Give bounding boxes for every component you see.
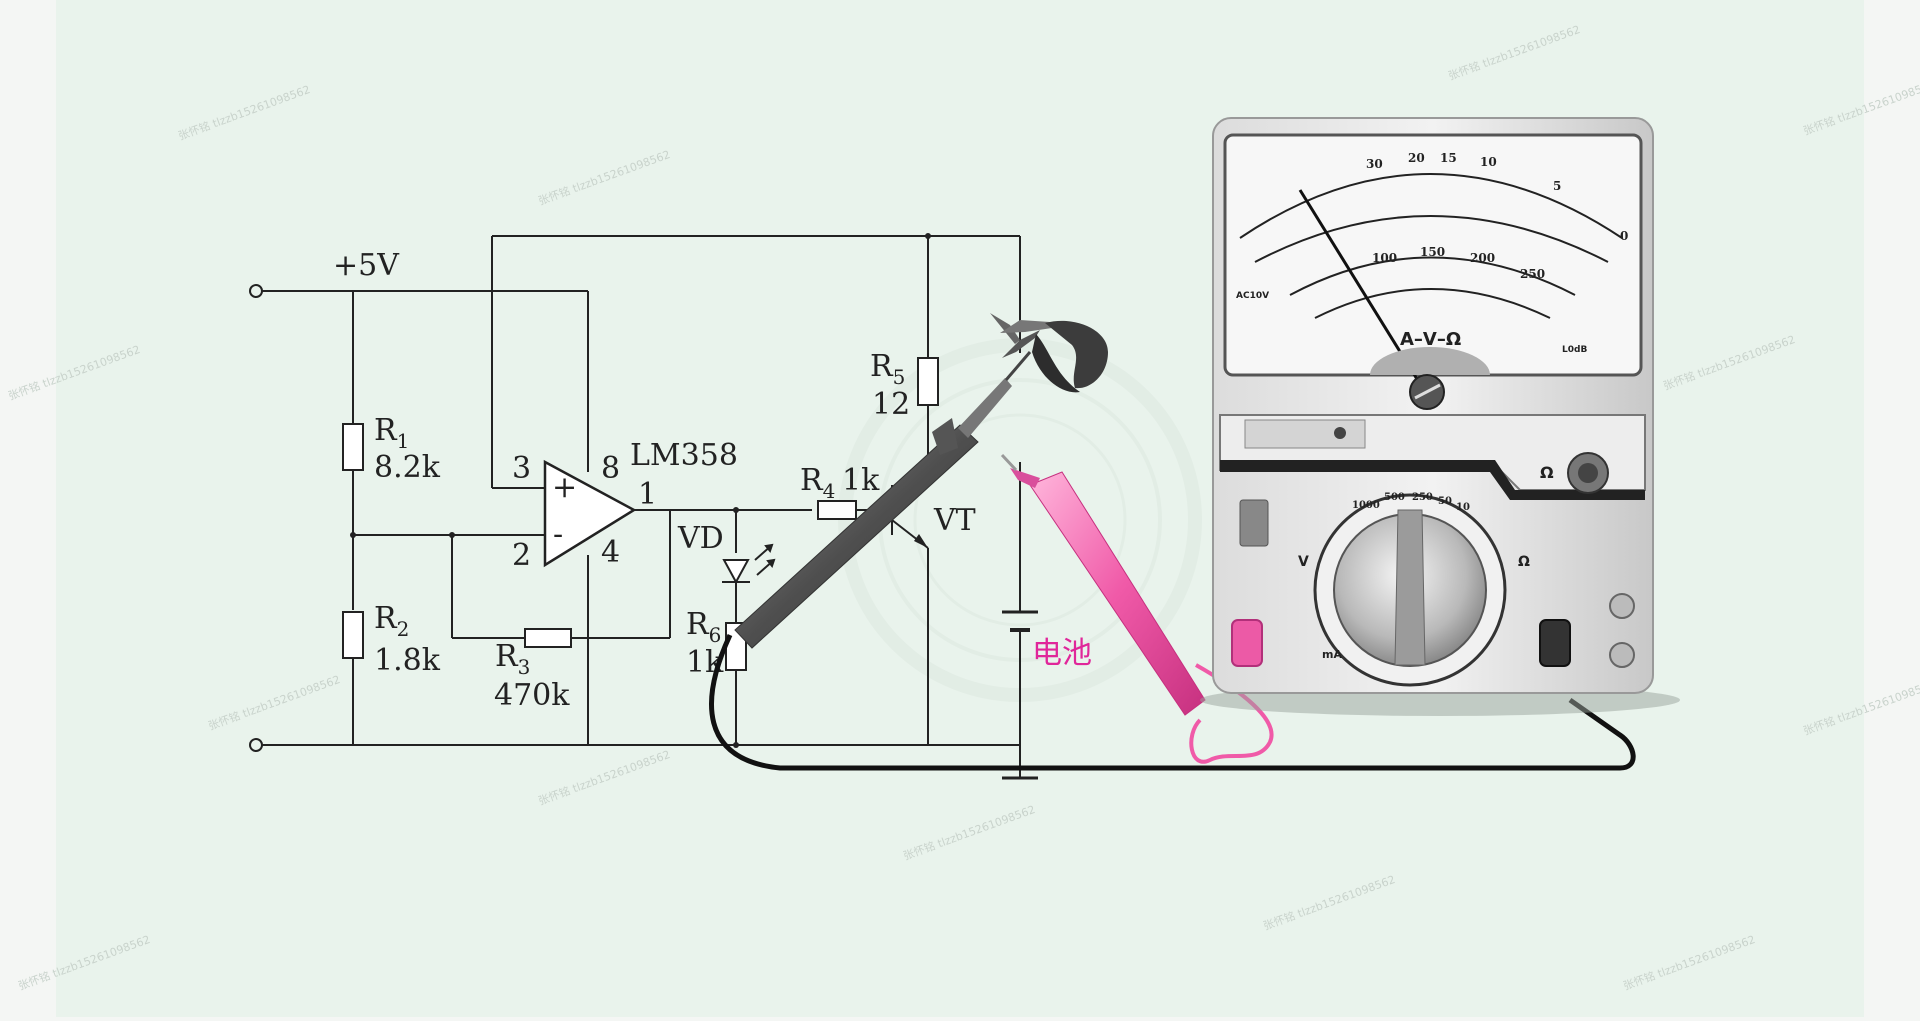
scale-num: 200 [1470, 251, 1495, 265]
jack-small[interactable] [1609, 642, 1635, 668]
r4-name: R4 [800, 463, 835, 503]
dial-label: A–V–Ω [1400, 329, 1461, 350]
r3-name: R3 [495, 639, 530, 679]
opamp-plus-sign: + [552, 470, 577, 505]
r5-name: R5 [870, 349, 905, 389]
terminal-top [249, 284, 263, 298]
dial-ma-mark: mA [1322, 648, 1342, 661]
resistor-r4 [817, 500, 857, 520]
range-label: 50 [1438, 496, 1452, 507]
terminal-bottom [249, 738, 263, 752]
supply-label: +5V [333, 248, 400, 283]
range-label: 1000 [1352, 500, 1380, 511]
pin-8-label: 8 [601, 451, 620, 486]
transistor-arrow [914, 534, 928, 548]
scale-num: 10 [1480, 155, 1497, 169]
r2-name: R2 [374, 601, 409, 641]
r1-value: 8.2k [374, 450, 441, 485]
acv-label: AC10V [1236, 291, 1269, 301]
r4-value: 1k [842, 463, 880, 498]
scale-num: 20 [1408, 151, 1425, 165]
range-label: 10 [1456, 502, 1470, 513]
r6-name: R6 [686, 607, 721, 647]
dial-ohm-mark: Ω [1518, 554, 1530, 570]
resistor-r5 [917, 357, 939, 406]
pin-3-label: 3 [512, 451, 531, 486]
range-label: 250 [1412, 492, 1433, 503]
indicator-dot [1334, 427, 1346, 439]
pin-1-label: 1 [638, 477, 657, 512]
black-probe-plug[interactable] [1539, 619, 1571, 667]
scale-num: 100 [1372, 251, 1397, 265]
pin-4-label: 4 [601, 535, 620, 570]
scale-num: 150 [1420, 245, 1445, 259]
pliers-icon [990, 313, 1108, 393]
range-label: 500 [1384, 492, 1405, 503]
opamp-minus-sign: - [553, 517, 563, 552]
meter-scales [1239, 173, 1623, 319]
transistor-socket [1239, 499, 1269, 547]
led-vd [722, 543, 776, 585]
scale-num: 0 [1620, 229, 1628, 243]
scale-num: 5 [1553, 179, 1561, 193]
battery-symbol [1002, 610, 1038, 780]
scale-num: 250 [1520, 267, 1545, 281]
multimeter: 30 20 15 10 5 0 100 150 200 250 AC10V L0… [1200, 117, 1680, 716]
resistor-r1 [342, 423, 364, 471]
ohm-knob-label: Ω [1540, 463, 1554, 482]
jack-small[interactable] [1609, 593, 1635, 619]
r2-value: 1.8k [374, 643, 441, 678]
r3-value: 470k [494, 678, 570, 713]
transistor-label: VT [933, 503, 976, 538]
scale-num: 30 [1366, 157, 1383, 171]
opamp-lm358 [543, 459, 637, 568]
resistor-r3 [524, 628, 572, 648]
scale-num: 15 [1440, 151, 1457, 165]
resistor-r2 [342, 611, 364, 659]
battery-label: 电池 [1032, 636, 1092, 671]
black-probe-icon [709, 351, 1636, 771]
junction-dots [350, 233, 931, 748]
r1-name: R1 [374, 413, 409, 453]
db-label: L0dB [1562, 345, 1587, 355]
red-probe-plug[interactable] [1231, 619, 1263, 667]
battery-compartment [1244, 419, 1366, 449]
r5-value: 12 [872, 387, 910, 422]
pin-2-label: 2 [512, 538, 531, 573]
ic-label: LM358 [630, 438, 738, 473]
dial-v-mark: V [1298, 554, 1309, 570]
led-label: VD [677, 521, 724, 556]
